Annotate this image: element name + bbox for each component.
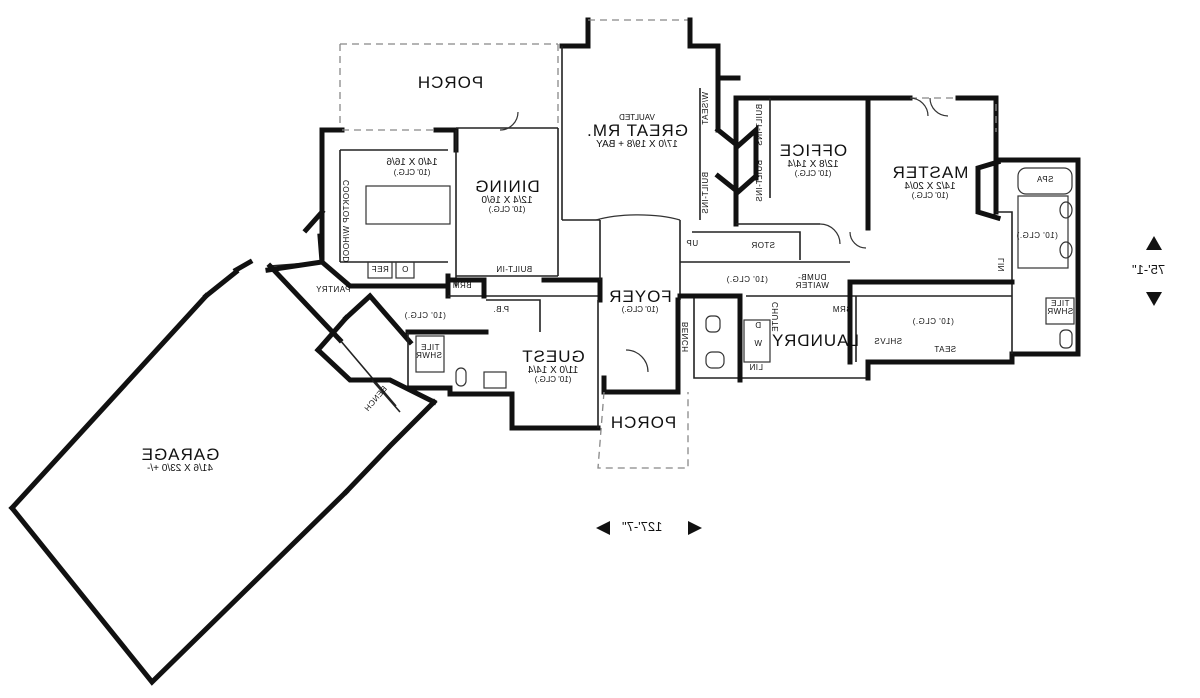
- pb-label: P.B.: [492, 305, 510, 314]
- width-dimension-text: 127'-7": [622, 519, 663, 534]
- pantry-label: PANTRY: [315, 285, 351, 294]
- foyer-label: FOYER (10' CLG.): [608, 287, 672, 314]
- oven-label: O: [401, 265, 409, 274]
- east-wing-walls: [733, 95, 1081, 365]
- brm-right-label: BRM: [832, 305, 852, 314]
- porch-top-label: PORCH: [416, 73, 484, 92]
- window-seat-label: W/SEAT: [701, 92, 710, 126]
- ceiling-bath-label: (10' CLG.): [1016, 231, 1058, 240]
- top-porch-outline: [339, 43, 559, 128]
- width-dimension: 127'-7": [596, 518, 702, 538]
- ceiling-left-label: (10' CLG.): [404, 311, 446, 320]
- width-dimension-arrows: [596, 521, 702, 535]
- depth-dimension-arrows: [1146, 236, 1162, 306]
- seat-label: SEAT: [933, 345, 957, 354]
- master-label: MASTER 14/2 X 20/4 (10' CLG.): [891, 163, 969, 201]
- great-room-label: VAULTED GREAT RM. 17/0 X 19/8 + BAY: [586, 113, 688, 151]
- office-built-ins: [699, 75, 1002, 222]
- porch-front-label: PORCH: [609, 413, 677, 432]
- linen-master-label: LIN: [997, 258, 1006, 272]
- stair-up-label: UP: [685, 239, 699, 248]
- ref-label: REF: [371, 265, 389, 274]
- tile-shower-right-label: TILE SHWR: [1046, 299, 1074, 317]
- brm-left-label: BRM: [452, 281, 472, 290]
- master-bath-fixtures: [1017, 167, 1075, 349]
- washer-label: W: [753, 339, 763, 348]
- cooktop-label: COOKTOP W/HOOD: [342, 180, 351, 263]
- kitchen-dining-walls: [319, 127, 559, 299]
- laundry-label: LAUNDRY: [771, 331, 859, 350]
- central-walls: [405, 219, 870, 469]
- bench-foyer-label: BENCH: [681, 322, 690, 353]
- chute-label: CHUTE: [771, 302, 780, 333]
- built-ins-label-1: BUILT-INS: [701, 172, 710, 215]
- dumbwaiter-label: DUMB-WAITER: [795, 273, 829, 291]
- linen-laundry-label: LIN: [749, 363, 763, 372]
- ceiling-closet-label: (10' CLG.): [912, 317, 954, 326]
- tile-shower-left-label: TILE SHWR: [415, 343, 442, 361]
- guest-bath-fixtures: [415, 335, 507, 389]
- door-swings: [499, 97, 949, 373]
- dining-label: DINING 12/4 X 16/0 (10' CLG.): [474, 177, 540, 215]
- office-label: OFFICE 12/8 X 14/4 (10' CLG.): [778, 141, 848, 179]
- great-room-bay: [559, 17, 721, 220]
- depth-dimension-text: 75'-1": [1132, 262, 1166, 277]
- guest-label: GUEST 11/0 X 14/4 (10' CLG.): [521, 347, 585, 385]
- built-ins-label-2: BUILT-INS: [755, 104, 764, 147]
- dryer-label: D: [754, 321, 762, 330]
- ceiling-hall-label: (10' CLG.): [726, 275, 768, 284]
- laundry-walls: [677, 231, 1015, 383]
- built-in-label: BUILT-IN: [495, 265, 533, 274]
- garage-label: GARAGE 41/6 X 23/0 +/-: [140, 445, 220, 474]
- spa-label: SPA: [1036, 175, 1054, 184]
- garage-walls: [8, 208, 438, 686]
- kitchen-label: 14/0 X 16/6 (10' CLG.): [386, 157, 438, 177]
- storage-label: STOR: [750, 241, 776, 250]
- shelves-label: SHLVS: [873, 337, 903, 346]
- built-ins-label-3: BUILT-INS: [755, 160, 764, 203]
- depth-dimension: 75'-1": [1120, 236, 1186, 306]
